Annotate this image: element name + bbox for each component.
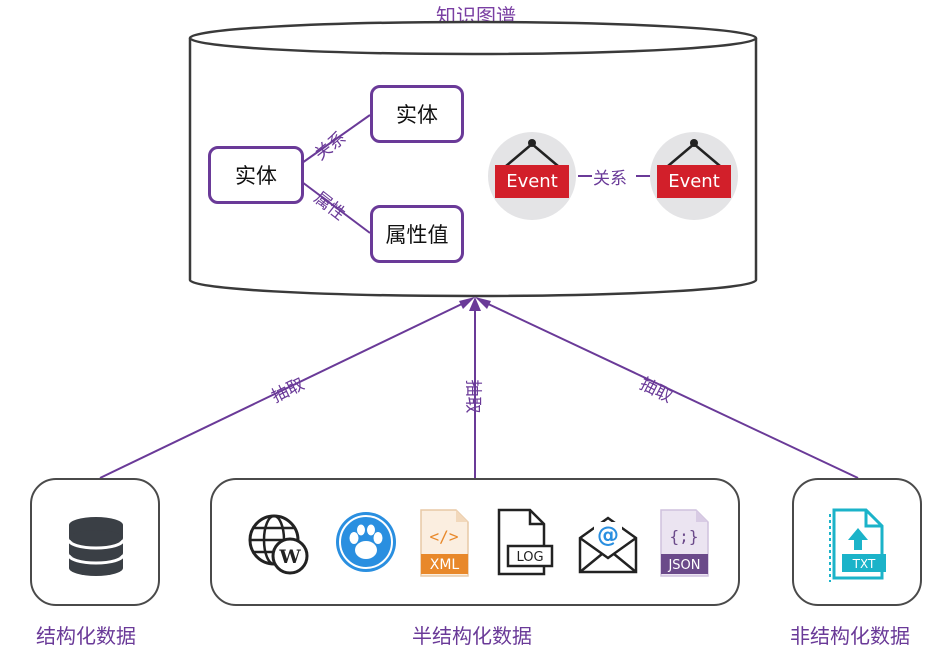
entity-node-main: 实体	[208, 146, 304, 204]
event-tag-left: Event	[495, 165, 569, 198]
web-wordpress-icon: W	[248, 514, 309, 575]
log-label: LOG	[516, 550, 543, 565]
xml-label: XML	[430, 557, 460, 573]
arrow-right-head	[475, 297, 491, 309]
event-tag-right: Event	[657, 165, 731, 198]
unstructured-data-box: TXT	[792, 478, 922, 606]
email-icon: @	[578, 516, 638, 574]
entity-node-related: 实体	[370, 85, 464, 143]
arrow-left-line	[99, 301, 467, 479]
arrow-middle-head	[469, 297, 481, 311]
email-at-glyph: @	[597, 523, 619, 548]
txt-label: TXT	[852, 557, 876, 571]
extract-label-middle: 抽取	[462, 379, 483, 414]
unstructured-data-label: 非结构化数据	[790, 624, 910, 648]
entity-node-related-label: 实体	[396, 103, 438, 127]
hanging-hook-icon	[505, 139, 559, 167]
txt-file-upload-icon: TXT	[829, 508, 886, 582]
log-file-icon: LOG	[497, 508, 554, 576]
baidu-paw-icon	[336, 512, 396, 572]
svg-text:</>: </>	[430, 527, 459, 546]
entity-node-main-label: 实体	[235, 164, 277, 188]
arrow-right-line	[483, 301, 859, 479]
structured-data-box	[30, 478, 160, 606]
relation-edge	[301, 114, 371, 164]
event-node-left: Event	[488, 132, 576, 220]
database-icon	[67, 517, 125, 576]
attribute-edge	[301, 181, 371, 234]
semi-structured-data-label: 半结构化数据	[412, 624, 532, 648]
json-label: JSON	[667, 558, 700, 573]
attribute-value-label: 属性值	[385, 223, 449, 247]
json-glyph: {;}	[670, 527, 699, 546]
json-file-icon: {;} JSON	[660, 509, 709, 577]
event-node-right: Event	[650, 132, 738, 220]
xml-file-icon: </> XML	[420, 509, 469, 577]
semi-structured-data-box: W </> XML LOG @ {;} JSON	[210, 478, 740, 606]
arrow-left-head	[459, 297, 475, 309]
wp-glyph: W	[278, 546, 301, 568]
attribute-value-node: 属性值	[370, 205, 464, 263]
hanging-hook-icon	[667, 139, 721, 167]
structured-data-label: 结构化数据	[36, 624, 136, 648]
event-relation-label: 关系	[593, 169, 627, 189]
